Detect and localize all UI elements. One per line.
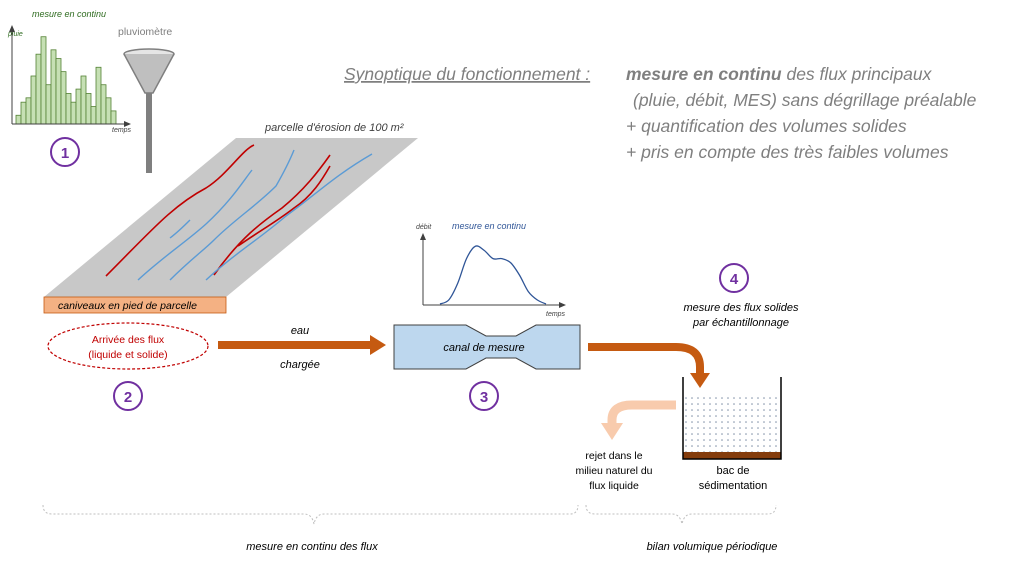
rill-blue-2 [169, 149, 295, 281]
reject-label-line3: flux liquide [589, 480, 639, 492]
rain-chart-title: mesure en continu [32, 9, 106, 19]
rain-bar [65, 93, 72, 125]
rain-bar [70, 101, 77, 125]
solid-flux-line1: mesure des flux solides [684, 302, 799, 314]
tank-sediment [683, 452, 781, 459]
title-block: Synoptique du fonctionnement : mesure en… [344, 64, 977, 162]
arrival-ellipse [47, 322, 209, 370]
rain-bar [105, 97, 112, 125]
rain-bar [110, 110, 117, 125]
bottom-right-label: bilan volumique périodique [647, 541, 778, 553]
parcel-channel-label: caniveaux en pied de parcelle [58, 300, 197, 312]
outflow-arrow-head [690, 373, 710, 388]
rain-bar [55, 58, 62, 125]
tank-label-line1: bac de [716, 465, 749, 477]
flow-chart: mesure en continu débit temps [416, 221, 566, 318]
step-2-badge: 2 [113, 381, 143, 411]
reject-label-line2: milieu naturel du [575, 465, 652, 477]
flow-chart-y-arrow [420, 233, 426, 240]
rill-blue-1 [137, 169, 253, 281]
outflow-arrow [588, 343, 710, 388]
step-1-number: 1 [61, 145, 69, 162]
rain-bar [75, 88, 82, 125]
title-line1: mesure en continu des flux principaux [626, 64, 933, 84]
title-line2: (pluie, débit, MES) sans dégrillage préa… [633, 90, 977, 110]
rain-bar [25, 97, 32, 125]
pluviometre: pluviomètre [118, 26, 175, 173]
reject-label-line1: rejet dans le [585, 450, 642, 462]
rill-blue-3 [205, 153, 373, 281]
reject-arrow-shaft [607, 400, 676, 424]
title-prefix: Synoptique du fonctionnement : [344, 64, 590, 84]
parcel: parcelle d'érosion de 100 m² caniveaux e… [43, 122, 418, 314]
rain-chart-y-arrow [9, 25, 15, 32]
rain-bar [20, 101, 27, 125]
step-3-badge: 3 [469, 381, 499, 411]
flow-chart-title: mesure en continu [452, 221, 526, 231]
flow-chart-curve [439, 245, 547, 305]
step-4-badge: 4 [719, 263, 749, 293]
rill-red-1 [105, 144, 255, 277]
reject-arrow: rejet dans le milieu naturel du flux liq… [575, 400, 676, 492]
canal-shape [393, 324, 581, 370]
flow-arrow-bottom-label: chargée [280, 359, 320, 371]
reject-arrow-head [601, 423, 623, 440]
rain-chart-ylabel: pluie [7, 31, 23, 38]
flow-arrow-top-label: eau [291, 325, 309, 337]
rain-bar [40, 36, 47, 125]
tank-walls [682, 377, 782, 460]
step-3-number: 3 [480, 389, 488, 406]
rain-bar [95, 66, 102, 125]
rain-bar [45, 84, 52, 125]
rain-bar [30, 75, 37, 125]
rain-bar [100, 84, 107, 125]
rain-bar [60, 71, 67, 125]
flow-arrow: eau chargée [218, 325, 386, 371]
flow-arrow-shaft [218, 341, 370, 349]
title-line3: + quantification des volumes solides [626, 116, 907, 136]
rain-bar [50, 49, 57, 125]
parcel-channel [43, 296, 227, 314]
parcel-surface [44, 138, 418, 297]
pluviometre-funnel [123, 53, 175, 94]
rill-red-3 [237, 165, 331, 247]
rill-blue-4 [169, 219, 191, 239]
arrival-line2: (liquide et solide) [88, 349, 167, 361]
bottom-left-label: mesure en continu des flux [246, 541, 378, 553]
flow-chart-ylabel: débit [416, 224, 432, 231]
rain-bar [15, 114, 22, 125]
rain-bar [80, 75, 87, 125]
arrival-line1: Arrivée des flux [92, 334, 165, 346]
rain-bars [15, 36, 117, 125]
tank-label-line2: sédimentation [699, 480, 768, 492]
step-1-badge: 1 [50, 137, 80, 167]
sedimentation-tank: bac de sédimentation [682, 377, 782, 492]
rain-bar [35, 53, 42, 125]
flow-chart-xlabel: temps [546, 311, 566, 318]
canal-label: canal de mesure [443, 342, 524, 354]
pluviometre-pole [146, 93, 152, 173]
step-4-number: 4 [730, 271, 739, 288]
rill-red-2 [213, 154, 331, 276]
rain-chart-x-arrow [124, 121, 131, 127]
rain-chart-xlabel: temps [112, 127, 132, 134]
rain-bar [85, 93, 92, 125]
solid-flux-line2: par échantillonnage [692, 317, 789, 329]
bottom-brace-right: bilan volumique périodique [585, 504, 778, 553]
tank-water [683, 394, 781, 452]
step-2-number: 2 [124, 389, 132, 406]
rain-bar [90, 106, 97, 125]
outflow-arrow-shaft [588, 343, 704, 374]
parcel-label: parcelle d'érosion de 100 m² [264, 122, 404, 134]
canal: canal de mesure [393, 324, 581, 370]
rain-chart: mesure en continu pluie temps [7, 9, 132, 134]
flow-chart-x-arrow [559, 302, 566, 308]
flow-arrow-head [370, 335, 386, 355]
title-line4: + pris en compte des très faibles volume… [626, 142, 949, 162]
pluviometre-label: pluviomètre [118, 26, 172, 38]
arrival: Arrivée des flux (liquide et solide) [47, 322, 209, 370]
bottom-brace-left: mesure en continu des flux [42, 504, 579, 553]
